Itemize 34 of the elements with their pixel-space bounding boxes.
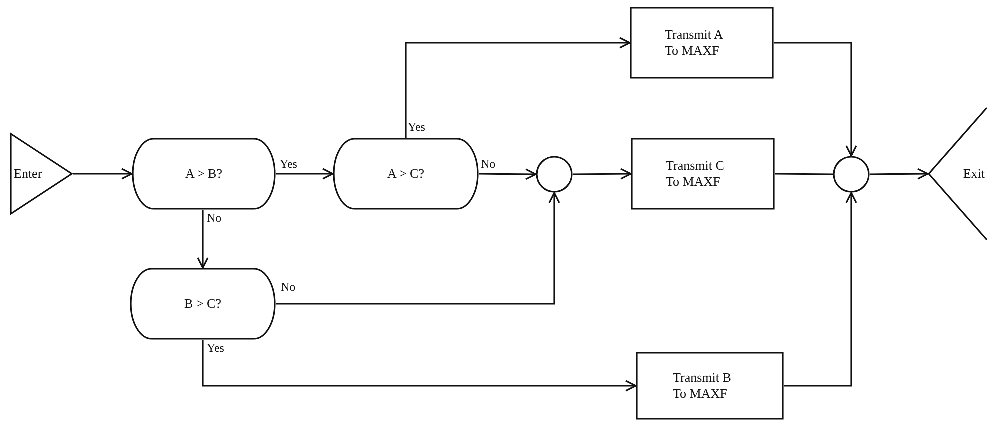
arrow bbox=[73, 168, 133, 180]
decision-shape bbox=[130, 268, 276, 340]
arrow bbox=[784, 192, 858, 387]
node-text: A > C? bbox=[388, 166, 424, 182]
arrow bbox=[479, 168, 537, 180]
node-text: Transmit A To MAXF bbox=[665, 27, 724, 59]
edge-label: Yes bbox=[407, 121, 426, 134]
edge-label: No bbox=[480, 158, 497, 172]
terminal-triangle bbox=[10, 133, 73, 215]
process-box bbox=[631, 138, 775, 210]
edge-label: Yes bbox=[206, 342, 226, 356]
node-text: Exit bbox=[963, 166, 985, 182]
arrow bbox=[774, 42, 858, 157]
terminal-triangle bbox=[928, 107, 987, 241]
arrow bbox=[276, 192, 560, 305]
decision-shape bbox=[132, 138, 276, 210]
node-text: Transmit B To MAXF bbox=[673, 370, 732, 402]
arrow bbox=[870, 168, 929, 180]
node-text: B > C? bbox=[184, 296, 222, 312]
arrow bbox=[405, 37, 631, 138]
node-text: Transmit C To MAXF bbox=[666, 158, 726, 190]
arrow bbox=[573, 168, 632, 180]
arrow bbox=[197, 210, 209, 269]
arrow bbox=[202, 340, 637, 392]
arrow bbox=[276, 168, 334, 180]
connector-line bbox=[775, 173, 833, 176]
process-box bbox=[630, 7, 774, 79]
decision-shape bbox=[333, 138, 479, 210]
edge-label: No bbox=[206, 212, 223, 226]
edge-label: Yes bbox=[279, 158, 298, 172]
edge-label: No bbox=[280, 281, 297, 294]
node-text: Enter bbox=[14, 166, 42, 182]
node-text: A > B? bbox=[186, 166, 222, 182]
process-box bbox=[636, 352, 784, 420]
